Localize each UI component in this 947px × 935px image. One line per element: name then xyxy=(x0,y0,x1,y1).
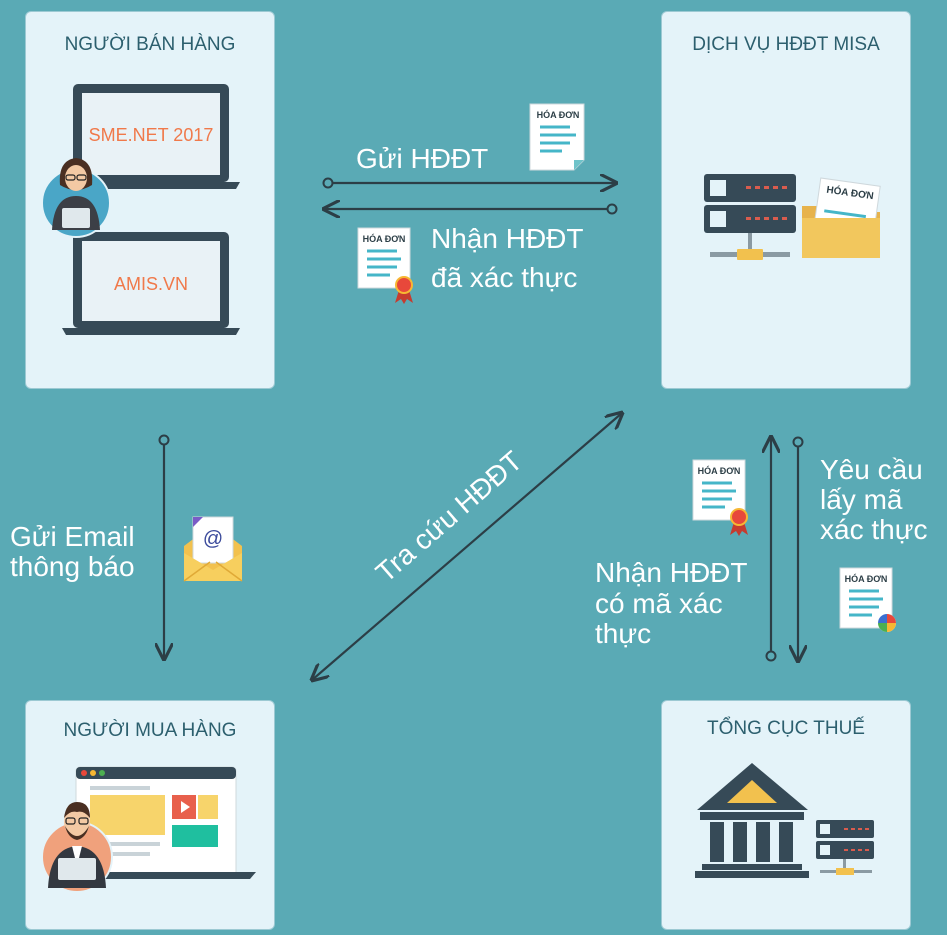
request-label-line1: Yêu cầu xyxy=(820,454,923,485)
tax-title: TỔNG CỤC THUẾ xyxy=(707,718,865,739)
email-label-line1: Gửi Email xyxy=(10,521,135,552)
buyer-title: NGƯỜI MUA HÀNG xyxy=(63,720,237,741)
receive-code-label-line3: thực xyxy=(595,618,652,649)
pending-invoice-doc-label: HÓA ĐƠN xyxy=(844,574,888,584)
woman-avatar-icon xyxy=(41,158,111,238)
browser-window-icon xyxy=(60,766,256,879)
laptop-screen-text: SME.NET 2017 xyxy=(88,125,214,145)
lookup-arrow xyxy=(312,413,622,680)
government-building-icon xyxy=(695,763,809,878)
folder-icon xyxy=(802,177,881,258)
invoice-icon xyxy=(529,103,585,171)
certified-invoice-doc-label: HÓA ĐƠN xyxy=(362,234,406,244)
server-icon xyxy=(816,820,874,875)
email-envelope-icon: @ xyxy=(183,516,243,582)
laptop-icon xyxy=(62,232,240,335)
certified-invoice-icon xyxy=(357,227,413,304)
send-einvoice-label: Gửi HĐĐT xyxy=(356,143,489,174)
svg-text:@: @ xyxy=(203,528,223,550)
certified-invoice-doc-label: HÓA ĐƠN xyxy=(697,466,741,476)
laptop-icon xyxy=(62,84,240,189)
email-label-line2: thông báo xyxy=(10,551,135,582)
invoice-pending-icon xyxy=(839,567,896,632)
request-label-line2: lấy mã xyxy=(820,484,903,515)
man-avatar-icon xyxy=(41,802,113,893)
receive-code-label-line1: Nhận HĐĐT xyxy=(595,557,748,588)
certified-invoice-icon xyxy=(692,459,748,536)
request-label-line3: xác thực xyxy=(820,514,928,545)
invoice-doc-label: HÓA ĐƠN xyxy=(536,110,580,120)
misa-title: DỊCH VỤ HĐĐT MISA xyxy=(692,34,880,55)
receive-code-label-line2: có mã xác xyxy=(595,588,723,619)
server-icon xyxy=(704,174,796,260)
receive-verified-label-line1: Nhận HĐĐT xyxy=(431,223,584,254)
receive-verified-label-line2: đã xác thực xyxy=(431,262,578,293)
laptop-screen-text: AMIS.VN xyxy=(113,274,188,294)
seller-title: NGƯỜI BÁN HÀNG xyxy=(64,34,236,55)
